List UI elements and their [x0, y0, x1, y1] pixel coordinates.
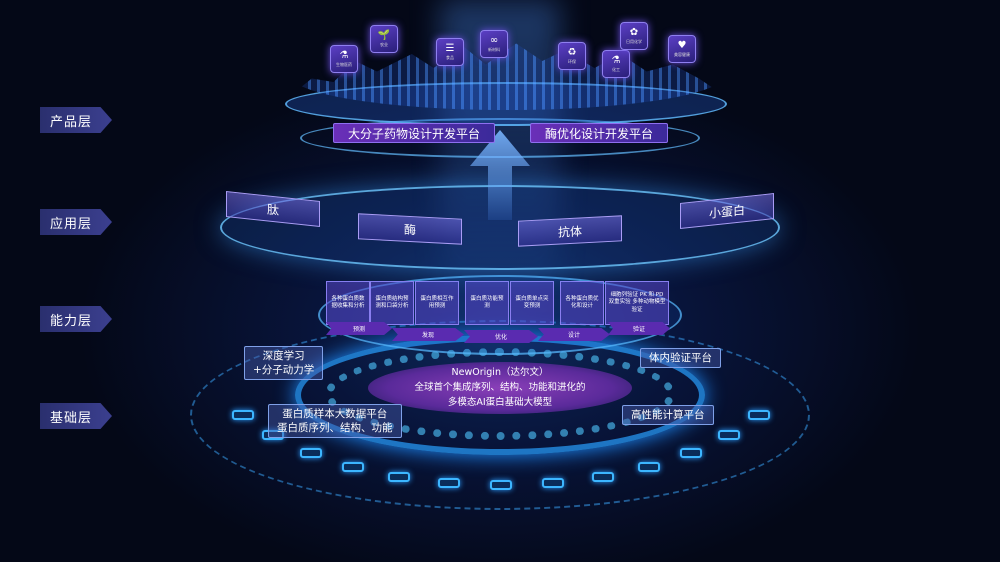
agriculture-icon: 🌱农业 [370, 25, 398, 53]
layer-label-foundation: 基础层 [40, 403, 112, 429]
capability-card: 蛋白质单点突变预测 [510, 281, 554, 325]
icon-glyph: ☰ [445, 43, 455, 54]
core-line2: 多模态AI蛋白基础大模型 [447, 397, 553, 408]
capability-card: 各种蛋白质优化和设计 [560, 281, 604, 325]
ring-tile [542, 478, 564, 488]
core-line1: 全球首个集成序列、结构、功能和进化的 [414, 382, 586, 393]
hpc-tag: 高性能计算平台 [622, 405, 714, 425]
deep-learning-tag: 深度学习 +分子动力学 [244, 346, 324, 380]
platform-enzyme: 酶优化设计开发平台 [530, 123, 669, 143]
icon-glyph: ⚗ [339, 50, 349, 61]
tag-line: 蛋白质序列、结构、功能 [277, 422, 393, 434]
biomedicine-icon: ⚗生物医药 [330, 45, 358, 73]
capability-card: 蛋白质相互作用预测 [415, 281, 459, 325]
tag-line: 蛋白质样本大数据平台 [282, 408, 388, 420]
stage-optimize: 优化 [464, 330, 538, 343]
ring-tile [718, 430, 740, 440]
stage-discover: 发现 [392, 328, 464, 341]
ring-tile [638, 462, 660, 472]
daily-chemical-icon: ✿日用化学 [620, 22, 648, 50]
tag-line: +分子动力学 [253, 364, 315, 376]
stage-validate: 验证 [608, 322, 670, 335]
ring-tile [490, 480, 512, 490]
ring-tile [300, 448, 322, 458]
core-model: NewOrigin（达尔文） 全球首个集成序列、结构、功能和进化的 多模态AI蛋… [368, 362, 632, 414]
icon-glyph: ∞ [489, 35, 499, 46]
ring-tile [748, 410, 770, 420]
icon-label: 日用化学 [626, 39, 642, 44]
food-icon: ☰食品 [436, 38, 464, 66]
layer-label-application: 应用层 [40, 209, 112, 235]
chemical-icon: ⚗化工 [602, 50, 630, 78]
app-enzyme: 酶 [358, 213, 462, 245]
ring-tile [232, 410, 254, 420]
recycle-icon: ♻环保 [558, 42, 586, 70]
icon-glyph: 🌱 [377, 30, 391, 41]
icon-glyph: ✿ [629, 27, 639, 38]
icon-label: 农业 [380, 42, 388, 47]
ring-tile [342, 462, 364, 472]
capability-card: 各种蛋白质数据收集和分析 [326, 281, 370, 325]
icon-label: 新材料 [488, 47, 500, 52]
stage-predict: 预测 [326, 322, 392, 335]
icon-glyph: ♻ [567, 47, 577, 58]
icon-glyph: ♥ [677, 40, 687, 51]
tag-line: 深度学习 [262, 350, 305, 362]
health-icon: ♥美容健康 [668, 35, 696, 63]
icon-label: 食品 [446, 55, 454, 60]
ring-tile [680, 448, 702, 458]
icon-label: 生物医药 [336, 62, 352, 67]
app-antibody: 抗体 [518, 215, 622, 247]
icon-label: 环保 [568, 59, 576, 64]
capability-card: 蛋白质功能预测 [465, 281, 509, 325]
new-material-icon: ∞新材料 [480, 30, 508, 58]
platform-macromolecule: 大分子药物设计开发平台 [333, 123, 496, 143]
icon-glyph: ⚗ [611, 55, 621, 66]
stage-design: 设计 [538, 328, 610, 341]
ring-tile [262, 430, 284, 440]
icon-label: 化工 [612, 67, 620, 72]
ring-tile [388, 472, 410, 482]
big-data-tag: 蛋白质样本大数据平台蛋白质序列、结构、功能 [268, 404, 402, 438]
ring-tile [438, 478, 460, 488]
layer-label-product: 产品层 [40, 107, 112, 133]
capability-card: 蛋白质结构预测和口袋分析 [370, 281, 414, 325]
capability-card: 细胞列验证 PK 和 PD 双重实验 多种动物模型验证 [605, 281, 669, 325]
icon-label: 美容健康 [674, 52, 690, 57]
layer-label-capability: 能力层 [40, 306, 112, 332]
core-title: NewOrigin（达尔文） [451, 367, 549, 378]
in-vivo-tag: 体内验证平台 [640, 348, 721, 368]
ring-tile [592, 472, 614, 482]
